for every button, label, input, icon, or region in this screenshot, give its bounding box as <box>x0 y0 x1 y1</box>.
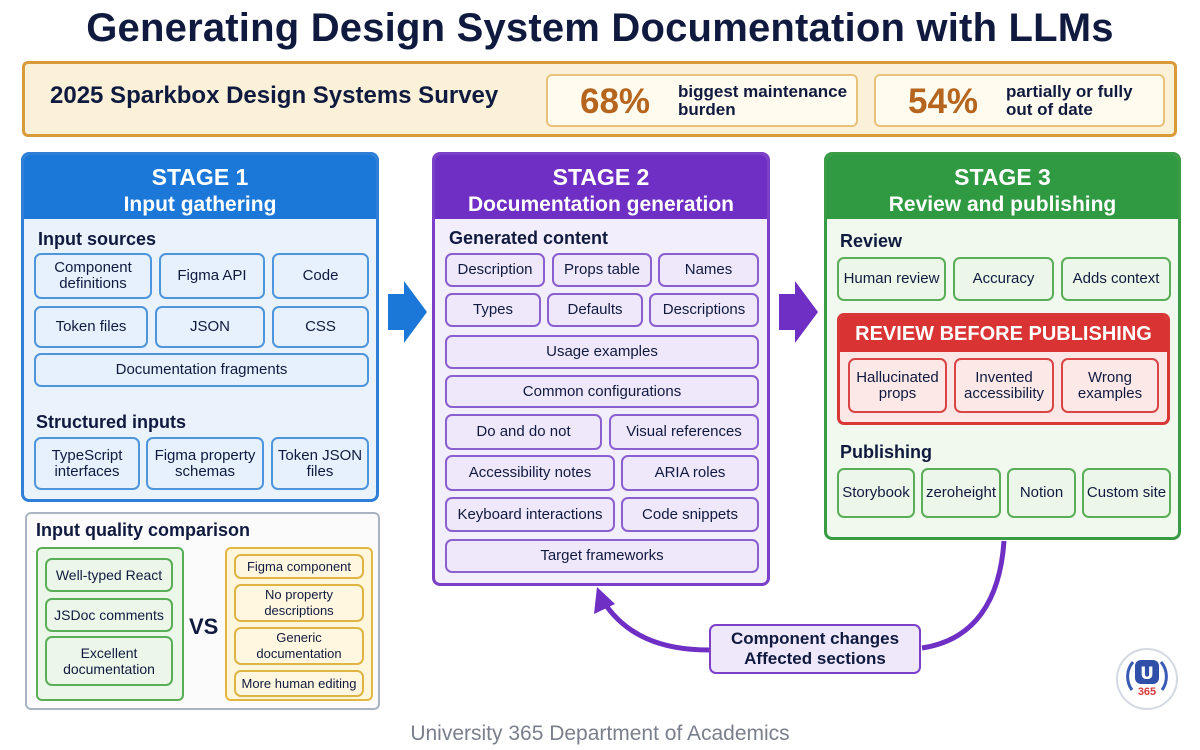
chip-figma-component: Figma component <box>234 554 364 579</box>
stage-1-header: STAGE 1 Input gathering <box>24 155 376 219</box>
chip-hallucinated-props: Hallucinated props <box>848 358 947 413</box>
stage-2-header: STAGE 2 Documentation generation <box>435 155 767 219</box>
chip-accuracy: Accuracy <box>953 257 1054 301</box>
chip-well-typed-react: Well-typed React <box>45 558 173 592</box>
chip-json: JSON <box>155 306 265 348</box>
feedback-line: Affected sections <box>744 649 886 668</box>
chip-invented-accessibility: Invented accessibility <box>954 358 1054 413</box>
stage-number: STAGE 1 <box>151 164 249 190</box>
chip-documentation-fragments: Documentation fragments <box>34 353 369 387</box>
stat-card-maintenance: 68% biggest maintenance burden <box>546 74 858 127</box>
stat-label-line: burden <box>678 100 736 119</box>
chip-jsdoc-comments: JSDoc comments <box>45 598 173 632</box>
chip-visual-references: Visual references <box>609 414 759 450</box>
chip-aria-roles: ARIA roles <box>621 455 759 491</box>
chip-no-property-descriptions: No property descriptions <box>234 584 364 622</box>
chip-wrong-examples: Wrong examples <box>1061 358 1159 413</box>
generated-content-label: Generated content <box>449 228 609 248</box>
logo-text: 365 <box>1137 686 1157 698</box>
survey-banner: 2025 Sparkbox Design Systems Survey 68% … <box>22 61 1177 137</box>
laurel-icon: U <box>1126 660 1168 691</box>
chip-token-json-files: Token JSON files <box>271 437 369 490</box>
chip-common-configurations: Common configurations <box>445 375 759 408</box>
warning-title: REVIEW BEFORE PUBLISHING <box>840 316 1167 352</box>
feedback-arrow <box>600 540 1007 653</box>
stat-value: 54% <box>908 82 979 121</box>
chip-code: Code <box>272 253 369 299</box>
chip-adds-context: Adds context <box>1061 257 1171 301</box>
chip-keyboard-interactions: Keyboard interactions <box>445 497 615 532</box>
input-quality-panel: Input quality comparison Well-typed Reac… <box>25 512 380 710</box>
stage-2-panel: STAGE 2 Documentation generation Generat… <box>432 152 770 586</box>
stage-name: Review and publishing <box>888 193 1117 216</box>
input-quality-label: Input quality comparison <box>36 520 251 540</box>
stat-label-line: out of date <box>1006 100 1093 119</box>
chip-figma-api: Figma API <box>159 253 265 299</box>
review-warning-box: REVIEW BEFORE PUBLISHING Hallucinated pr… <box>837 313 1170 425</box>
chip-excellent-documentation: Excellent documentation <box>45 636 173 686</box>
university-365-logo: U 365 <box>1116 648 1178 710</box>
chip-description: Description <box>445 253 545 287</box>
chip-target-frameworks: Target frameworks <box>445 539 759 573</box>
chip-zeroheight: zeroheight <box>921 468 1001 518</box>
stat-value: 68% <box>580 82 651 121</box>
chip-typescript-interfaces: TypeScript interfaces <box>34 437 140 490</box>
review-label: Review <box>840 231 903 251</box>
chip-figma-property-schemas: Figma property schemas <box>146 437 264 490</box>
footer-credit: University 365 Department of Academics <box>410 722 790 745</box>
feedback-line: Component changes <box>730 629 900 648</box>
arrow-stage1-to-stage2 <box>388 281 427 343</box>
input-sources-label: Input sources <box>38 229 157 249</box>
survey-title: 2025 Sparkbox Design Systems Survey <box>50 82 499 109</box>
chip-css: CSS <box>272 306 369 348</box>
stage-1-panel: STAGE 1 Input gathering Input sources Co… <box>21 152 379 502</box>
stage-3-header: STAGE 3 Review and publishing <box>827 155 1178 219</box>
chip-generic-documentation: Generic documentation <box>234 627 364 665</box>
stat-card-out-of-date: 54% partially or fully out of date <box>874 74 1165 127</box>
publishing-label: Publishing <box>840 442 932 462</box>
svg-text:U: U <box>1140 664 1154 684</box>
stage-name: Documentation generation <box>467 193 735 216</box>
chip-usage-examples: Usage examples <box>445 335 759 369</box>
feedback-arrowhead <box>594 587 615 614</box>
chip-props-table: Props table <box>552 253 652 287</box>
chip-do-and-do-not: Do and do not <box>445 414 602 450</box>
chip-notion: Notion <box>1007 468 1076 518</box>
chip-component-definitions: Component definitions <box>34 253 152 299</box>
vs-label: VS <box>189 614 219 639</box>
stat-label-line: partially or fully <box>1006 82 1133 101</box>
stage-number: STAGE 2 <box>552 164 650 190</box>
chip-names: Names <box>658 253 759 287</box>
structured-inputs-label: Structured inputs <box>36 412 187 432</box>
stage-name: Input gathering <box>123 193 277 216</box>
stage-3-panel: STAGE 3 Review and publishing Review Hum… <box>824 152 1181 540</box>
stat-label-line: biggest maintenance <box>678 82 848 101</box>
chip-storybook: Storybook <box>837 468 915 518</box>
stat-label: partially or fully out of date <box>1006 83 1133 119</box>
chip-code-snippets: Code snippets <box>621 497 759 532</box>
chip-defaults: Defaults <box>547 293 643 327</box>
chip-token-files: Token files <box>34 306 148 348</box>
chip-descriptions: Descriptions <box>649 293 759 327</box>
chip-more-human-editing: More human editing <box>234 670 364 697</box>
chip-custom-site: Custom site <box>1082 468 1171 518</box>
chip-types: Types <box>445 293 541 327</box>
component-changes-box: Component changes Affected sections <box>709 624 921 674</box>
stage-number: STAGE 3 <box>954 164 1051 190</box>
good-inputs-group: Well-typed React JSDoc comments Excellen… <box>36 547 184 701</box>
arrow-stage2-to-stage3 <box>779 281 818 343</box>
page-title: Generating Design System Documentation w… <box>86 6 1114 50</box>
chip-human-review: Human review <box>837 257 946 301</box>
chip-accessibility-notes: Accessibility notes <box>445 455 615 491</box>
poor-inputs-group: Figma component No property descriptions… <box>225 547 373 701</box>
stat-label: biggest maintenance burden <box>678 83 847 119</box>
